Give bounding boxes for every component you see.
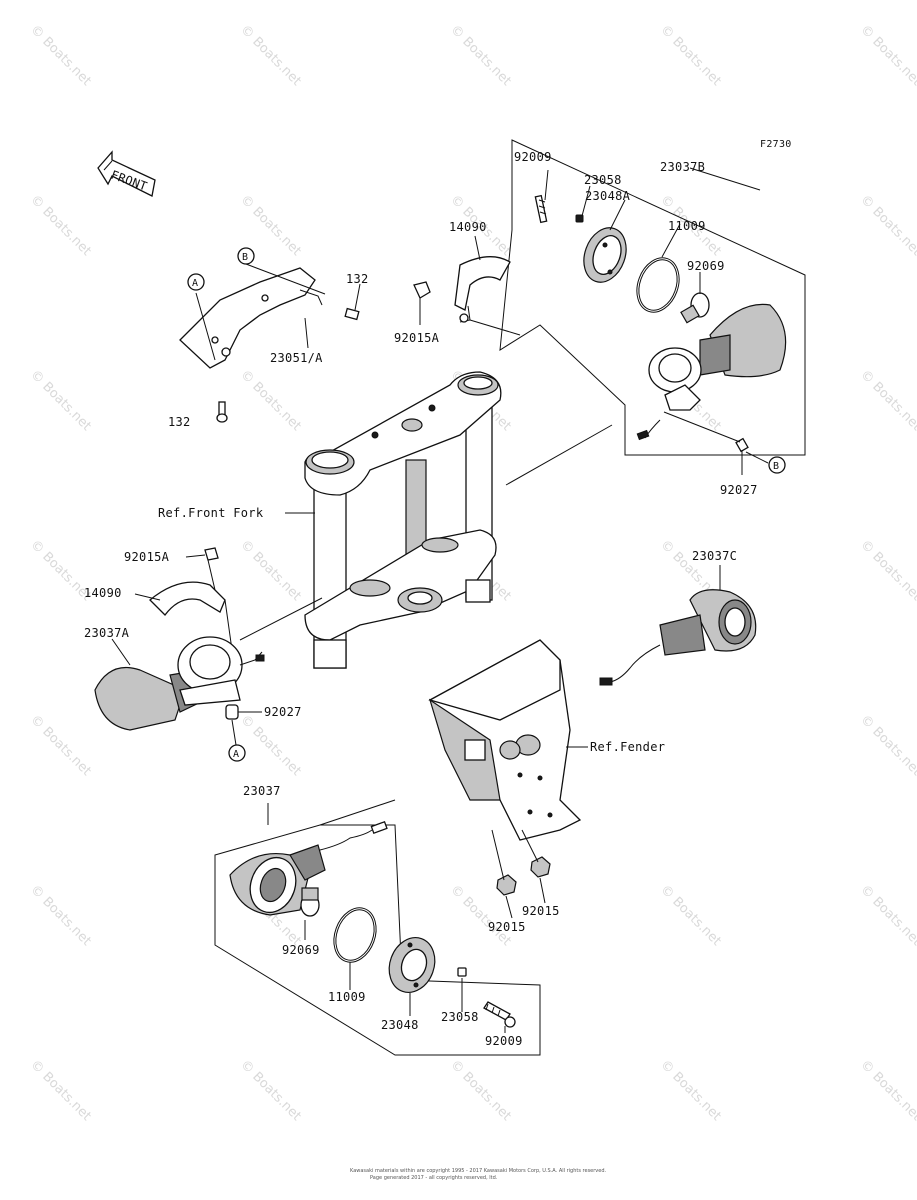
watermark: © Boats.net: [27, 882, 94, 949]
marker-a-top: [187, 273, 205, 291]
watermark: © Boats.net: [857, 367, 917, 434]
watermark: © Boats.net: [237, 712, 304, 779]
label-132-left: 132: [168, 415, 191, 429]
turn-signal-23037C: [599, 565, 757, 686]
label-23048: 23048: [381, 1018, 419, 1032]
watermark: © Boats.net: [857, 192, 917, 259]
marker-b-right: [768, 456, 786, 474]
screw-92009-bottom: [483, 1001, 516, 1028]
cap-92027-left: [225, 704, 239, 720]
label-23037C: 23037C: [692, 549, 737, 563]
label-132-right: 132: [346, 272, 369, 286]
bolt-132-right: [344, 307, 360, 321]
label-92015A-left: 92015A: [124, 550, 170, 564]
nut-92015A-top: [413, 281, 431, 299]
front-arrow: FRONT: [97, 150, 156, 197]
label-23051A: 23051/A: [270, 351, 323, 365]
label-23048A: 23048A: [585, 189, 631, 203]
label-ref-fender: Ref.Fender: [590, 740, 665, 754]
watermark: © Boats.net: [237, 367, 304, 434]
marker-a-top-label: A: [192, 278, 198, 289]
nut-92015A-left: [204, 547, 219, 561]
label-92015-a: 92015: [488, 920, 526, 934]
marker-b-top-label: B: [242, 252, 248, 263]
bulb-92069-top: [680, 292, 710, 324]
label-92069-bottom: 92069: [282, 943, 320, 957]
watermark: © Boats.net: [237, 22, 304, 89]
copyright-line-1: Kawasaki materials within are copyright …: [350, 1168, 607, 1174]
label-92069-top: 92069: [687, 259, 725, 273]
part-labels: 92009 23058 23048A 23037B 11009 92069 14…: [84, 150, 758, 1048]
watermark: © Boats.net: [27, 192, 94, 259]
turn-signal-23037B: [636, 303, 787, 441]
assembly-23037B: [499, 139, 806, 475]
nut-23058-top: [575, 214, 584, 223]
screw-92009-top: [534, 194, 548, 224]
watermark: © Boats.net: [447, 1057, 514, 1124]
label-23058-bottom: 23058: [441, 1010, 479, 1024]
watermark: © Boats.net: [657, 882, 724, 949]
marker-b-top: [237, 247, 255, 265]
watermark: © Boats.net: [857, 537, 917, 604]
assembly-23037: [214, 799, 541, 1056]
label-23037A: 23037A: [84, 626, 130, 640]
watermark: © Boats.net: [857, 882, 917, 949]
watermark: © Boats.net: [27, 1057, 94, 1124]
label-92015-b: 92015: [522, 904, 560, 918]
clamp-14090-top: [413, 235, 521, 336]
gasket-11009-top: [636, 257, 680, 313]
label-23037B: 23037B: [660, 160, 705, 174]
watermark: © Boats.net: [27, 712, 94, 779]
nuts-92015: [491, 829, 551, 919]
watermark: © Boats.net: [27, 22, 94, 89]
label-ref-front-fork: Ref.Front Fork: [158, 506, 264, 520]
watermark: © Boats.net: [27, 367, 94, 434]
label-11009-bottom: 11009: [328, 990, 366, 1004]
label-92009-top: 92009: [514, 150, 552, 164]
steering-stem: [304, 371, 502, 669]
watermark: © Boats.net: [657, 1057, 724, 1124]
figure-code: F2730: [760, 139, 792, 150]
marker-a-bottom: [228, 744, 246, 762]
label-92027-left: 92027: [264, 705, 302, 719]
watermark: © Boats.net: [857, 712, 917, 779]
label-92009-bottom: 92009: [485, 1034, 523, 1048]
label-23037: 23037: [243, 784, 281, 798]
turn-signal-23037: [229, 820, 388, 916]
watermark: © Boats.net: [857, 1057, 917, 1124]
marker-a-bottom-label: A: [233, 749, 239, 760]
watermark: © Boats.net: [857, 22, 917, 89]
bracket-23051A: [179, 263, 361, 423]
gasket-11009-bottom: [333, 907, 377, 963]
watermark: © Boats.net: [237, 1057, 304, 1124]
cap-92027-top: [735, 437, 749, 453]
label-23058-top: 23058: [584, 173, 622, 187]
nut-23058-bottom: [457, 967, 467, 977]
label-14090-left: 14090: [84, 586, 122, 600]
watermark: © Boats.net: [237, 537, 304, 604]
leader-lines: [239, 424, 613, 641]
fender-bracket: [428, 639, 588, 841]
label-92027-right: 92027: [720, 483, 758, 497]
copyright-line-2: Page generated 2017 - all copyrights res…: [370, 1175, 498, 1181]
turn-signal-23037A: [94, 547, 265, 746]
watermark: © Boats.net: [657, 22, 724, 89]
label-14090-top: 14090: [449, 220, 487, 234]
label-92015A-top: 92015A: [394, 331, 440, 345]
watermark: © Boats.net: [447, 22, 514, 89]
markers: A B B A: [187, 247, 786, 762]
marker-b-right-label: B: [773, 461, 779, 472]
bulb-92069-bottom: [300, 887, 320, 917]
label-11009-top: 11009: [668, 219, 706, 233]
